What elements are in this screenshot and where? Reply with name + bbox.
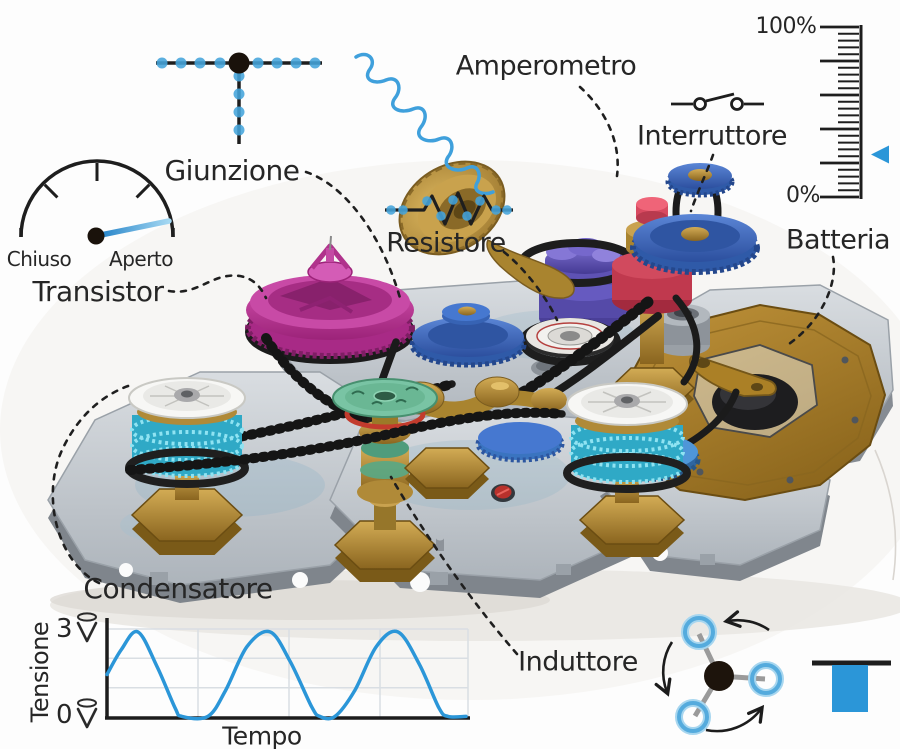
scale-max-label: 100% xyxy=(755,14,817,39)
label-transistor: Transistor xyxy=(32,275,164,308)
voltage-wave xyxy=(105,629,468,721)
leader-amperometro xyxy=(578,85,619,178)
current-wave-squiggle xyxy=(354,52,495,196)
voltage-chart xyxy=(105,618,470,721)
scale-pointer-icon xyxy=(871,145,889,164)
spin-volt-icon xyxy=(76,612,98,729)
leader-giunzione xyxy=(304,170,402,300)
valve-gauge xyxy=(19,159,175,245)
label-giunzione: Giunzione xyxy=(164,154,300,187)
leader-induttore xyxy=(389,475,519,656)
label-induttore: Induttore xyxy=(518,646,638,678)
blue-gear-stack xyxy=(630,163,760,275)
scale-min-label: 0% xyxy=(786,183,820,208)
label-amperometro: Amperometro xyxy=(455,50,637,82)
blue-gears-mid xyxy=(409,303,565,463)
leader-lines xyxy=(51,85,836,656)
tee-bar-icon xyxy=(812,660,891,712)
battery-scale xyxy=(820,25,889,199)
pull-string xyxy=(874,449,897,581)
capacitor-right xyxy=(563,382,691,557)
inductor-rotation-symbol xyxy=(654,610,784,735)
label-interruttore: Interruttore xyxy=(637,120,787,152)
gauge-needle xyxy=(93,218,172,239)
y-axis-title: Tensione xyxy=(26,621,54,723)
label-condensatore: Condensatore xyxy=(83,572,273,605)
y-tick-3: 3 xyxy=(55,614,73,644)
switch-symbol xyxy=(671,92,764,111)
front-chain xyxy=(125,407,567,475)
machine-photo xyxy=(0,160,900,700)
gauge-max-label: Aperto xyxy=(109,247,173,271)
red-screw xyxy=(491,484,515,502)
y-tick-0: 0 xyxy=(55,700,73,730)
capacitor-left xyxy=(125,377,249,555)
junction-symbol xyxy=(156,52,322,144)
label-batteria: Batteria xyxy=(786,224,891,256)
leader-condensatore xyxy=(51,383,133,585)
transistor-wheel xyxy=(245,235,415,364)
inductor-spindle xyxy=(332,378,438,582)
resistor-symbol xyxy=(385,191,513,226)
leader-transistor xyxy=(167,274,268,300)
label-resistore: Resistore xyxy=(386,227,506,259)
x-axis-title: Tempo xyxy=(222,721,302,749)
gauge-min-label: Chiuso xyxy=(6,247,72,271)
leader-interruttore xyxy=(689,153,715,213)
brass-base-mid xyxy=(403,447,491,499)
leader-batteria xyxy=(784,255,836,348)
